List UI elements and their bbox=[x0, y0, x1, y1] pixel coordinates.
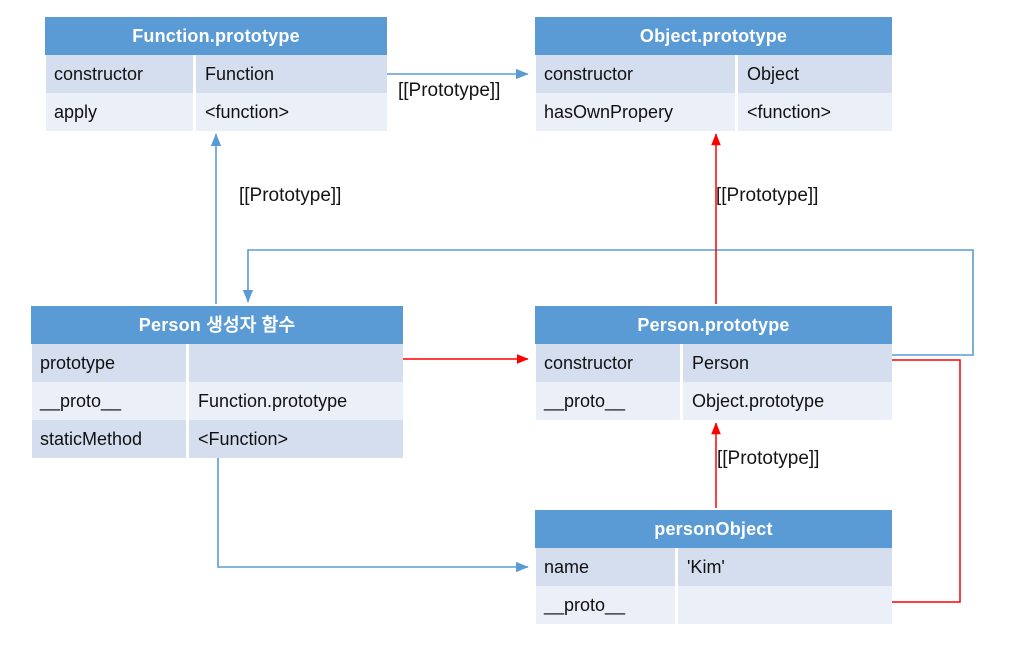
cell-divider bbox=[675, 586, 678, 624]
cell-divider bbox=[186, 344, 189, 382]
cell-key: apply bbox=[45, 93, 193, 131]
table-function-prototype: Function.prototype constructor Function … bbox=[45, 17, 387, 131]
cell-key: staticMethod bbox=[31, 420, 186, 458]
cell-key: name bbox=[535, 548, 675, 586]
arrow-label-person-object-to-person-proto: [[Prototype]] bbox=[717, 448, 820, 469]
cell-value: Object bbox=[747, 64, 800, 84]
table-row: prototype bbox=[31, 344, 403, 382]
cell-value: Object.prototype bbox=[692, 391, 825, 411]
table-object-prototype: Object.prototype constructor Object hasO… bbox=[535, 17, 892, 131]
cell-key: constructor bbox=[535, 344, 680, 382]
cell-divider bbox=[193, 93, 196, 131]
cell-key: prototype bbox=[31, 344, 186, 382]
table-title-person-prototype: Person.prototype bbox=[535, 306, 892, 344]
table-person-prototype: Person.prototype constructor Person __pr… bbox=[535, 306, 892, 420]
cell-value: <function> bbox=[747, 102, 832, 122]
table-row: name 'Kim' bbox=[535, 548, 892, 586]
table-title-object-prototype: Object.prototype bbox=[535, 17, 892, 55]
cell-key: __proto__ bbox=[535, 382, 680, 420]
cell-divider bbox=[680, 382, 683, 420]
arrow-person-proto-to-person-ctor bbox=[242, 249, 974, 356]
table-row: hasOwnPropery <function> bbox=[535, 93, 892, 131]
cell-divider bbox=[186, 420, 189, 458]
table-row: constructor Object bbox=[535, 55, 892, 93]
table-row: __proto__ Object.prototype bbox=[535, 382, 892, 420]
cell-value bbox=[678, 586, 892, 624]
table-row: __proto__ bbox=[535, 586, 892, 624]
cell-key: __proto__ bbox=[535, 586, 675, 624]
table-title-person-constructor: Person 생성자 함수 bbox=[31, 306, 403, 344]
cell-key: constructor bbox=[535, 55, 735, 93]
table-row: apply <function> bbox=[45, 93, 387, 131]
cell-key: __proto__ bbox=[31, 382, 186, 420]
cell-value: 'Kim' bbox=[687, 557, 725, 577]
table-row: constructor Function bbox=[45, 55, 387, 93]
table-title-function-prototype: Function.prototype bbox=[45, 17, 387, 55]
cell-key: constructor bbox=[45, 55, 193, 93]
arrow-label-function-to-object: [[Prototype]] bbox=[398, 80, 501, 101]
table-row: constructor Person bbox=[535, 344, 892, 382]
table-title-person-object: personObject bbox=[535, 510, 892, 548]
arrow-label-person-ctor-to-function-proto: [[Prototype]] bbox=[239, 185, 342, 206]
cell-value: Person bbox=[692, 353, 750, 373]
cell-value: <Function> bbox=[198, 429, 289, 449]
cell-divider bbox=[186, 382, 189, 420]
table-row: staticMethod <Function> bbox=[31, 420, 403, 458]
cell-divider bbox=[735, 93, 738, 131]
cell-divider bbox=[680, 344, 683, 382]
cell-divider bbox=[193, 55, 196, 93]
table-person-object: personObject name 'Kim' __proto__ bbox=[535, 510, 892, 624]
cell-divider bbox=[735, 55, 738, 93]
cell-key: hasOwnPropery bbox=[535, 93, 735, 131]
cell-value: <function> bbox=[205, 102, 290, 122]
arrow-person-ctor-to-person-object bbox=[217, 458, 529, 573]
cell-value: Function.prototype bbox=[198, 391, 348, 411]
arrow-label-person-proto-to-object-proto: [[Prototype]] bbox=[716, 185, 819, 206]
cell-divider bbox=[675, 548, 678, 586]
cell-value bbox=[189, 344, 403, 382]
table-person-constructor: Person 생성자 함수 prototype __proto__ Functi… bbox=[31, 306, 403, 458]
cell-value: Function bbox=[205, 64, 275, 84]
table-row: __proto__ Function.prototype bbox=[31, 382, 403, 420]
